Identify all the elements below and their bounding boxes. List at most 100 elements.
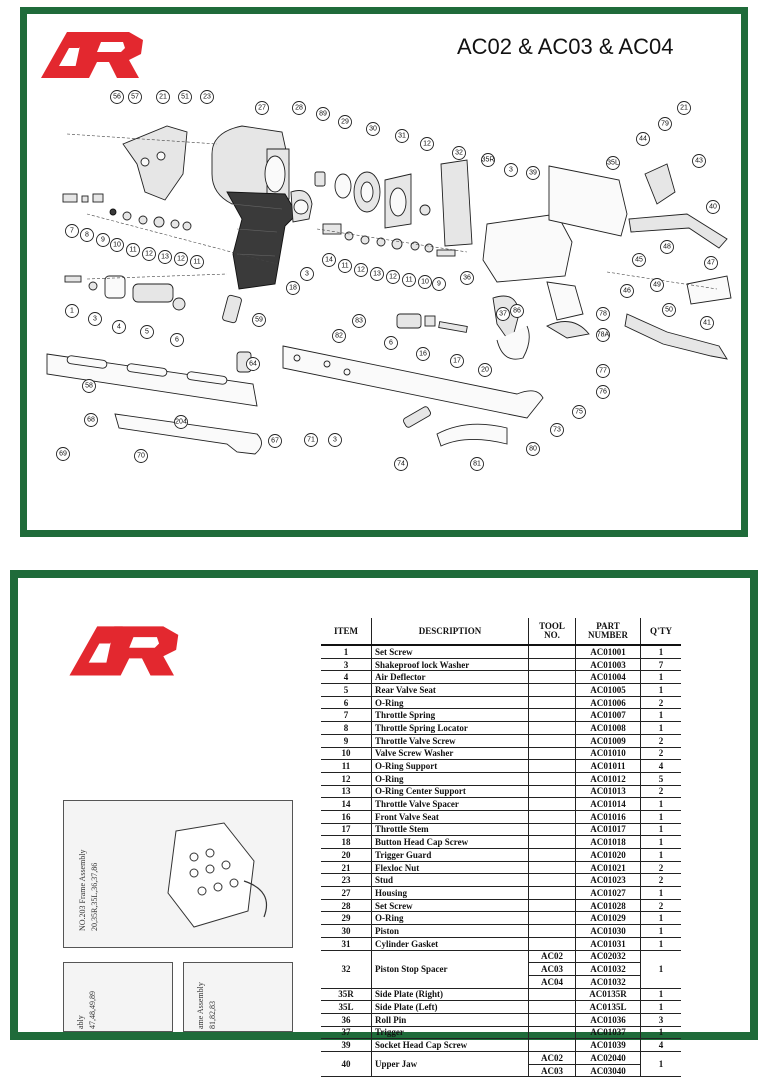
upper-jaw xyxy=(628,213,728,249)
qty-cell: 1 xyxy=(640,683,681,697)
part-number-cell: AC01037 xyxy=(575,1026,641,1040)
callout-label: 57 xyxy=(131,94,139,101)
tool-cell xyxy=(528,670,576,685)
col-item: ITEM xyxy=(321,618,372,646)
callout-80: 80 xyxy=(526,442,540,456)
callout-4: 4 xyxy=(112,320,126,334)
callout-68: 68 xyxy=(84,413,98,427)
description-cell: Side Plate (Left) xyxy=(371,1000,529,1014)
frame-clip xyxy=(546,321,590,339)
callout-label: 29 xyxy=(341,119,349,126)
callout-label: 46 xyxy=(623,288,631,295)
callout-label: 28 xyxy=(295,105,303,112)
part-number-cell: AC01016 xyxy=(575,810,641,824)
tool-cell xyxy=(528,683,576,697)
cylinder-cap xyxy=(290,190,313,223)
part-number-cell: AC01005 xyxy=(575,683,641,697)
item-cell: 11 xyxy=(321,759,372,773)
part-number-cell: AC0135L xyxy=(575,1000,641,1014)
col-part-number: PART NUMBER xyxy=(575,618,641,646)
description-cell: Piston xyxy=(371,924,529,938)
callout-75: 75 xyxy=(572,405,586,419)
callout-label: 6 xyxy=(389,340,393,347)
callout-label: 39 xyxy=(529,170,537,177)
item-cell: 35R xyxy=(321,988,372,1002)
qty-cell: 2 xyxy=(640,696,681,710)
callout-14: 14 xyxy=(322,253,336,267)
part-number-cell: AC01031 xyxy=(575,937,641,951)
callout-label: 18 xyxy=(289,285,297,292)
description-cell: O-Ring Support xyxy=(371,759,529,773)
qty-cell: 1 xyxy=(640,645,681,659)
qty-cell: 2 xyxy=(640,873,681,888)
qty-cell: 2 xyxy=(640,785,681,799)
callout-label: 7 xyxy=(70,228,74,235)
callout-81: 81 xyxy=(470,457,484,471)
qty-cell: 1 xyxy=(640,924,681,938)
callout-label: 16 xyxy=(419,351,427,358)
item-cell: 39 xyxy=(321,1038,372,1052)
callout-1: 1 xyxy=(65,304,79,318)
tool-cell xyxy=(528,1038,576,1052)
item-cell: 1 xyxy=(321,645,372,659)
frame-assembly-thumbnail: NO.203 Frame Assembly 20,35R,35L,36,37,8… xyxy=(63,800,293,948)
callout-10: 10 xyxy=(110,238,124,252)
callout-label: 12 xyxy=(389,274,397,281)
callout-label: 12 xyxy=(423,141,431,148)
callout-74: 74 xyxy=(394,457,408,471)
diagram-page: AC02 & AC03 & AC04 xyxy=(20,7,748,537)
callout-13: 13 xyxy=(370,267,384,281)
exploded-view: 5657215123272889293031123235R33935L44792… xyxy=(46,90,732,471)
part-number-cell: AC01027 xyxy=(575,886,641,900)
part-number-cell: AC01030 xyxy=(575,924,641,938)
jaw-assembly-thumbnail: ably 47,48,49,89 xyxy=(63,962,173,1032)
part-number-cell: AC01010 xyxy=(575,747,641,761)
item-cell: 4 xyxy=(321,670,372,685)
description-cell: Throttle Spring xyxy=(371,708,529,723)
callout-40: 40 xyxy=(706,200,720,214)
part-number-cell: AC02040 xyxy=(575,1051,641,1065)
callout-label: 3 xyxy=(509,167,513,174)
valve-parts-row xyxy=(62,193,192,231)
callout-67: 67 xyxy=(268,434,282,448)
qty-cell: 5 xyxy=(640,772,681,786)
callout-label: 48 xyxy=(663,244,671,251)
callout-3: 3 xyxy=(328,433,342,447)
callout-label: 9 xyxy=(437,281,441,288)
callout-label: 47 xyxy=(707,260,715,267)
callout-label: 27 xyxy=(258,105,266,112)
callout-57: 57 xyxy=(128,90,142,104)
description-cell: Front Valve Seat xyxy=(371,810,529,824)
part-number-cell: AC01028 xyxy=(575,899,641,913)
qty-cell: 1 xyxy=(640,848,681,862)
callout-45: 45 xyxy=(632,253,646,267)
part-number-cell: AC01003 xyxy=(575,658,641,672)
item-cell: 40 xyxy=(321,1051,372,1077)
callout-label: 36 xyxy=(463,275,471,282)
tool-cell xyxy=(528,785,576,799)
support-arm xyxy=(46,353,262,455)
callout-43: 43 xyxy=(692,154,706,168)
tool-cell: AC04 xyxy=(528,975,576,989)
callout-label: 11 xyxy=(129,247,136,254)
callout-36: 36 xyxy=(460,271,474,285)
part-number-cell: AC01036 xyxy=(575,1013,641,1027)
part-number-cell: AC01020 xyxy=(575,848,641,862)
callout-69: 69 xyxy=(56,447,70,461)
callout-label: 13 xyxy=(373,271,381,278)
tool-cell xyxy=(528,1026,576,1040)
callout-label: 204 xyxy=(175,419,187,426)
description-cell: Stud xyxy=(371,873,529,888)
qty-cell: 1 xyxy=(640,1051,681,1077)
item-cell: 37 xyxy=(321,1026,372,1040)
